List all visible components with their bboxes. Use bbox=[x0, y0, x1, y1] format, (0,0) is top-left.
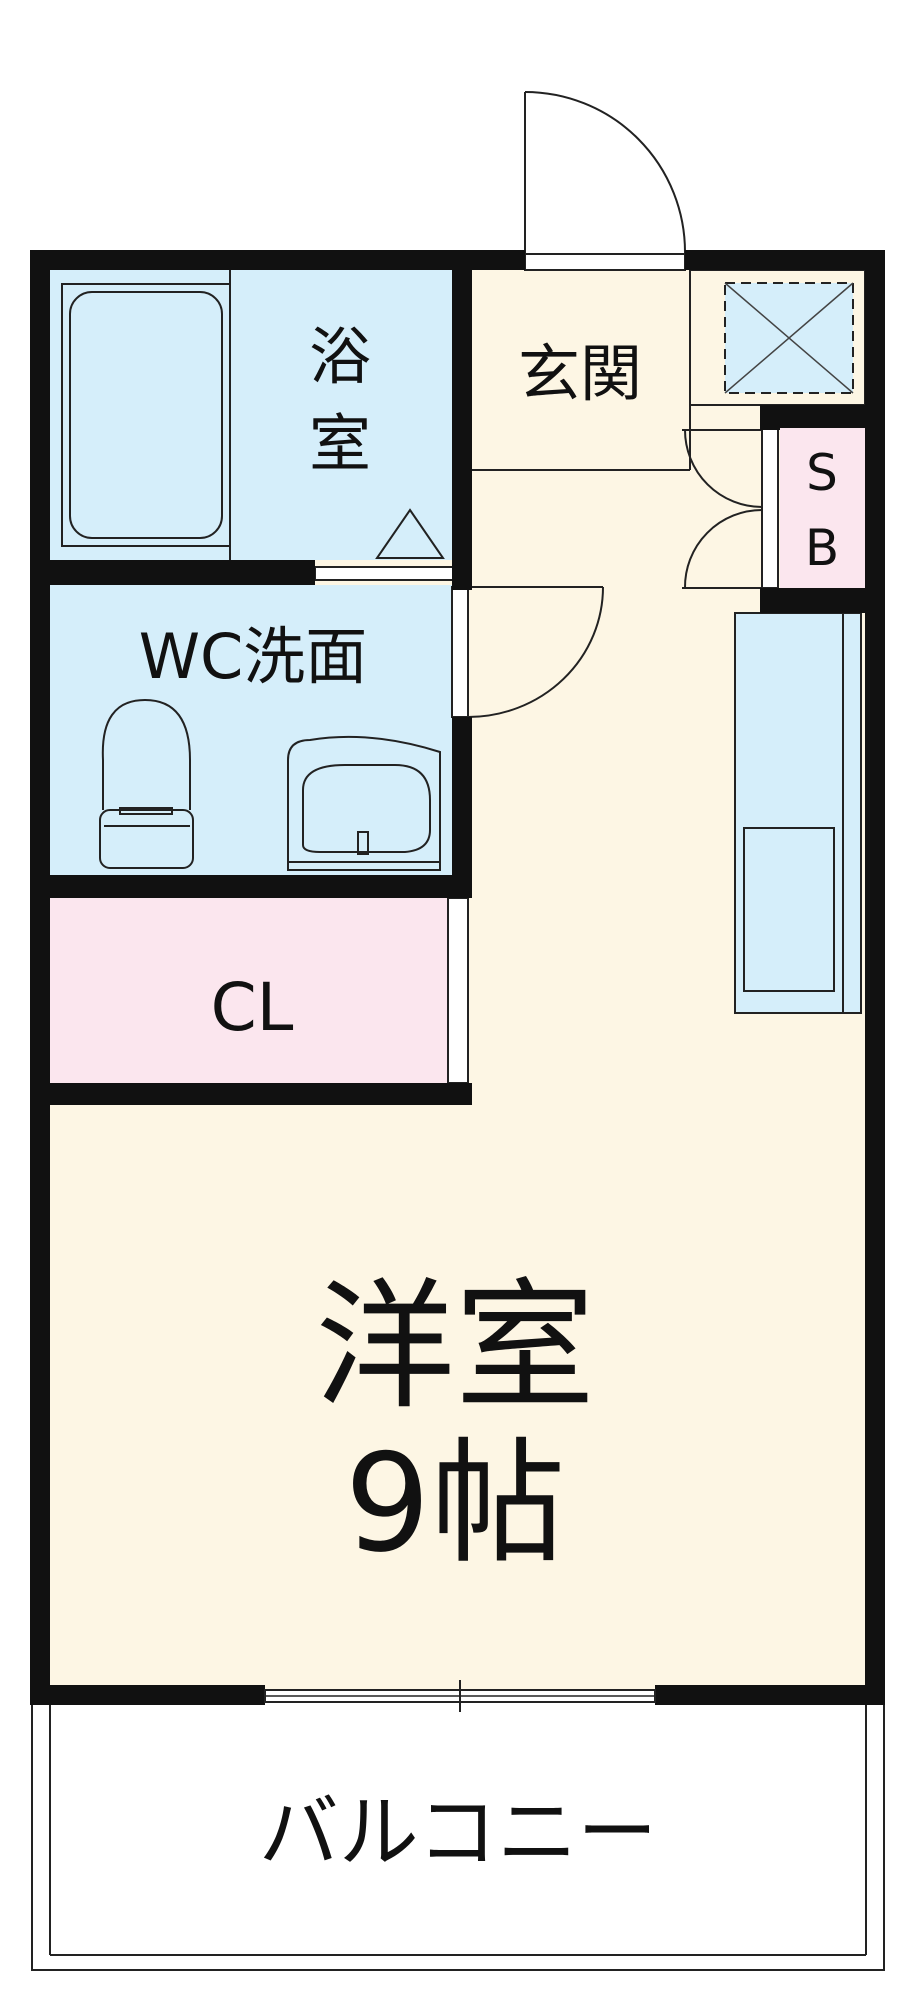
front-door-swing-icon bbox=[524, 91, 686, 271]
toilet-icon bbox=[99, 698, 194, 869]
western-room-label-1: 洋室 bbox=[315, 1266, 595, 1429]
entrance-label: 玄関 bbox=[518, 337, 642, 410]
bath-drain-icon bbox=[375, 508, 445, 559]
bath-label-2: 室 bbox=[309, 407, 371, 480]
wc-door-swing-icon bbox=[451, 586, 604, 718]
bath-label-1: 浴 bbox=[309, 320, 371, 393]
closet-label: CL bbox=[211, 969, 294, 1046]
wc-wash-label: WC洗面 bbox=[139, 620, 368, 693]
shoe-box-floor bbox=[780, 428, 865, 588]
walls bbox=[30, 250, 885, 1705]
shoe-box-label-2: B bbox=[805, 519, 839, 577]
western-room-label-2: 9帖 bbox=[345, 1425, 566, 1582]
washbasin-icon bbox=[287, 735, 441, 871]
kitchen-sink-icon bbox=[743, 827, 835, 992]
bath-door-icon bbox=[314, 566, 464, 581]
closet-door-icon bbox=[447, 897, 469, 1084]
closet-floor bbox=[50, 898, 468, 1083]
balcony-area bbox=[31, 1699, 885, 1971]
entrance-storage-cross-b bbox=[724, 282, 854, 394]
balcony-window-icon bbox=[264, 1680, 656, 1712]
shoe-box-label-1: S bbox=[806, 444, 838, 502]
balcony-label: バルコニー bbox=[259, 1786, 657, 1879]
bathtub-inner bbox=[69, 291, 223, 539]
